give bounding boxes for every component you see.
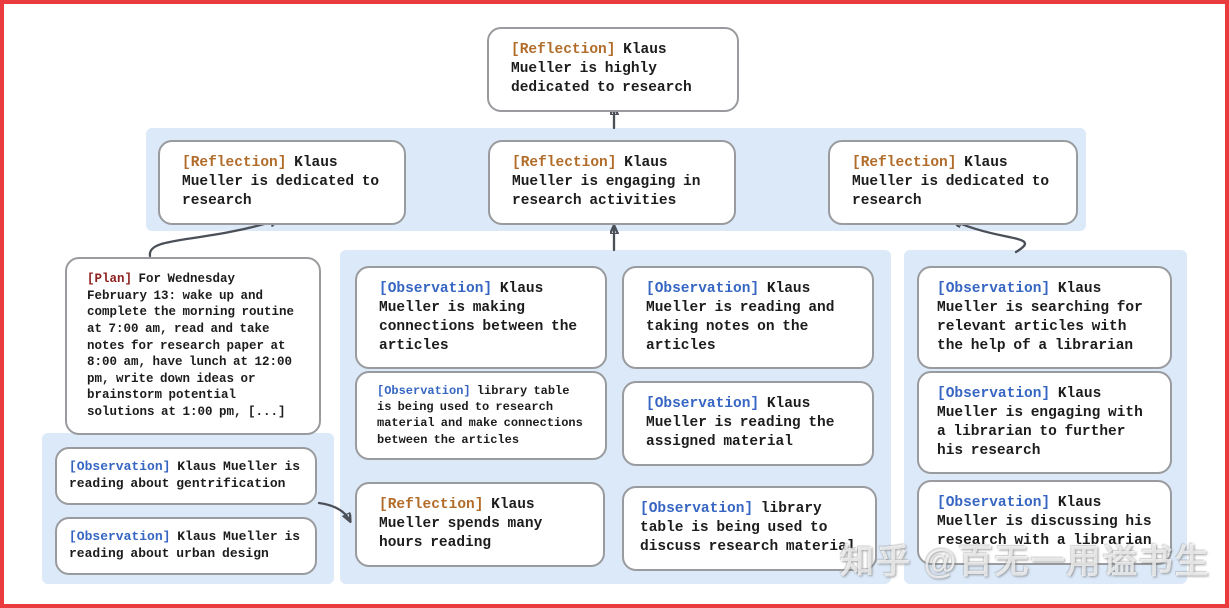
reflection-tag: [Reflection] [512,155,617,171]
node-plan: [Plan] For Wednesday February 13: wake u… [65,257,321,435]
reflection-tag: [Reflection] [182,155,287,171]
node-obs-urban-design: [Observation] Klaus Mueller is reading a… [55,517,317,575]
node-text: Klaus Mueller is reading and taking note… [646,281,835,354]
node-text: Klaus Mueller is reading about urban des… [69,529,301,561]
observation-tag: [Observation] [69,529,171,544]
node-text: Klaus Mueller is dedicated to research [182,155,380,209]
observation-tag: [Observation] [646,281,760,297]
reflection-tag: [Reflection] [852,155,957,171]
node-reflection-hours: [Reflection] Klaus Mueller spends many h… [355,482,605,567]
observation-tag: [Observation] [377,384,471,398]
node-text: library table is being used to discuss r… [640,501,856,555]
node-text: Klaus Mueller is discussing his research… [937,495,1152,549]
reflection-tag: [Reflection] [379,497,484,513]
observation-tag: [Observation] [937,281,1051,297]
node-text: For Wednesday February 13: wake up and c… [87,272,295,419]
reflection-tag: [Reflection] [511,42,616,58]
node-text: Klaus Mueller is dedicated to research [852,155,1050,209]
node-obs-library-research: [Observation] library table is being use… [355,371,607,460]
node-text: Klaus Mueller is searching for relevant … [937,281,1143,354]
node-obs-gentrification: [Observation] Klaus Mueller is reading a… [55,447,317,505]
node-obs-assigned-material: [Observation] Klaus Mueller is reading t… [622,381,874,466]
node-obs-connections: [Observation] Klaus Mueller is making co… [355,266,607,370]
observation-tag: [Observation] [379,281,493,297]
node-obs-library-discuss: [Observation] library table is being use… [622,486,877,571]
node-obs-searching-articles: [Observation] Klaus Mueller is searching… [917,266,1172,370]
observation-tag: [Observation] [640,501,754,517]
node-obs-engaging-librarian: [Observation] Klaus Mueller is engaging … [917,371,1172,475]
node-text: Klaus Mueller is highly dedicated to res… [511,42,692,96]
observation-tag: [Observation] [937,386,1051,402]
node-obs-discussing-librarian: [Observation] Klaus Mueller is discussin… [917,480,1172,565]
node-text: Klaus Mueller spends many hours reading [379,497,543,551]
plan-tag: [Plan] [87,272,133,286]
watermark: 知乎 @百无一用谥书生 [840,543,1211,581]
observation-tag: [Observation] [937,495,1051,511]
observation-tag: [Observation] [69,459,171,474]
node-root-reflection: [Reflection] Klaus Mueller is highly ded… [487,27,739,112]
node-text: Klaus Mueller is reading the assigned ma… [646,396,835,450]
node-reflection-mid: [Reflection] Klaus Mueller is engaging i… [488,140,736,225]
node-text: Klaus Mueller is making connections betw… [379,281,578,354]
observation-tag: [Observation] [646,396,760,412]
node-text: library table is being used to research … [377,384,583,447]
node-text: Klaus Mueller is reading about gentrific… [69,459,301,491]
node-text: Klaus Mueller is engaging with a librari… [937,386,1143,459]
node-reflection-right: [Reflection] Klaus Mueller is dedicated … [828,140,1078,225]
node-text: Klaus Mueller is engaging in research ac… [512,155,701,209]
node-obs-taking-notes: [Observation] Klaus Mueller is reading a… [622,266,874,370]
node-reflection-left: [Reflection] Klaus Mueller is dedicated … [158,140,406,225]
